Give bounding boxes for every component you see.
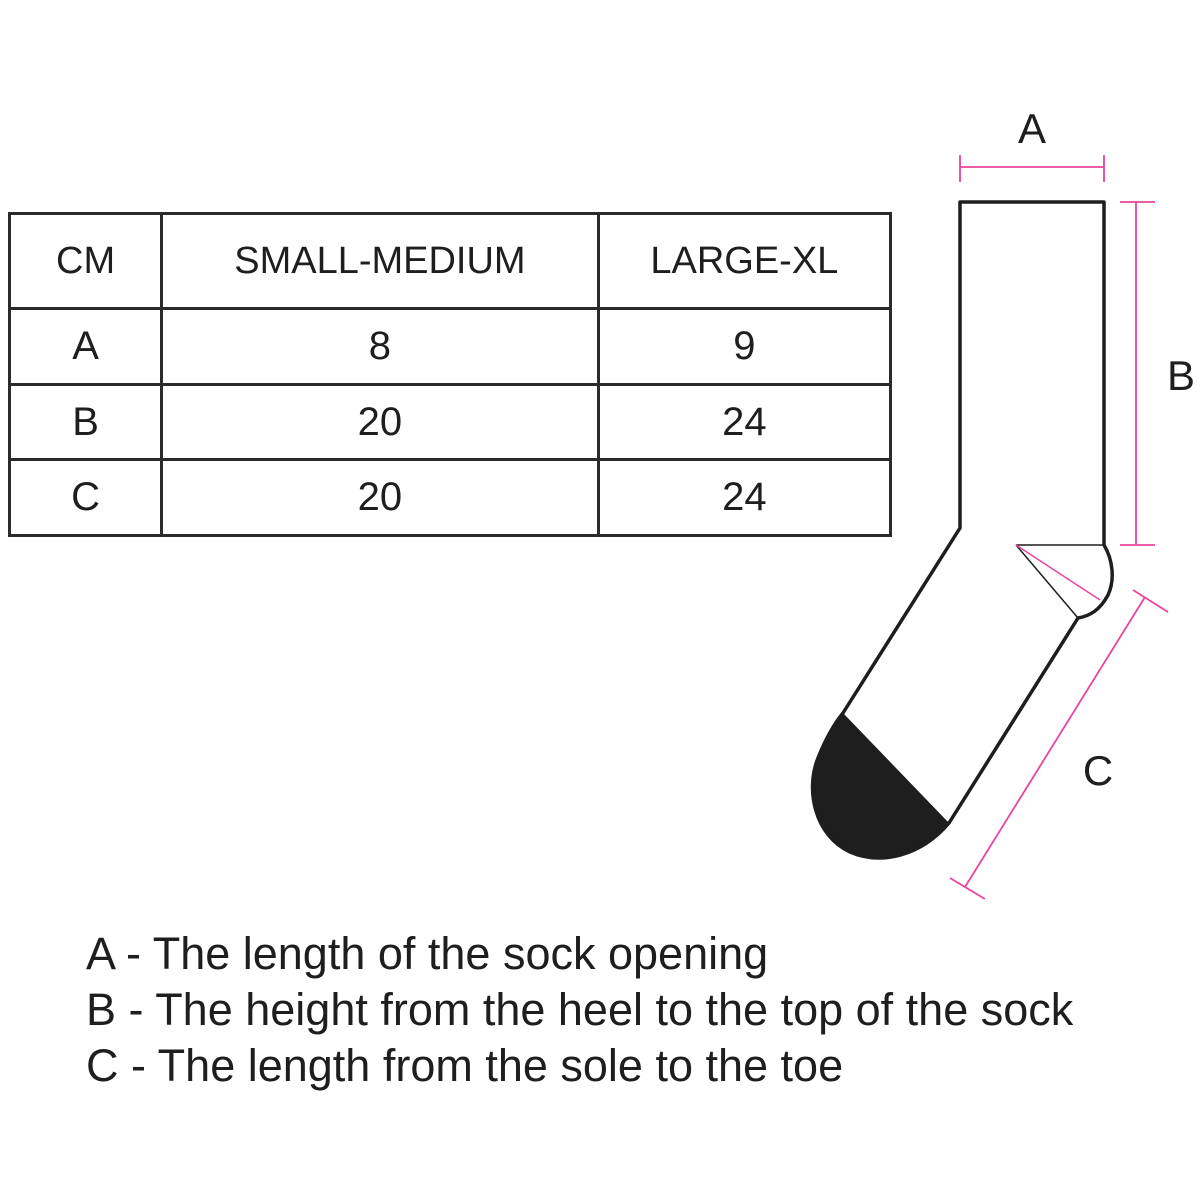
size-table: CM SMALL-MEDIUM LARGE-XL A 8 9 B 20 24 C… <box>7 211 893 537</box>
legend-line-c: C - The length from the sole to the toe <box>86 1040 844 1091</box>
table-header-row: CM SMALL-MEDIUM LARGE-XL <box>7 211 893 311</box>
table-row: B 20 24 <box>7 382 893 462</box>
legend-line-a: A - The length of the sock opening <box>86 928 769 979</box>
heel-guide <box>1015 544 1101 601</box>
legend: A - The length of the sock opening B - T… <box>86 926 1073 1094</box>
sock-outline <box>810 200 1114 860</box>
cell-small-medium: 20 <box>160 382 600 462</box>
dimension-a <box>959 155 1105 182</box>
row-label: B <box>7 382 164 462</box>
cell-large-xl: 9 <box>596 307 893 386</box>
table-row: C 20 24 <box>7 458 893 537</box>
header-unit: CM <box>7 211 164 311</box>
dimension-c-label: C <box>1083 747 1113 794</box>
heel-marker <box>1015 544 1104 619</box>
header-small-medium: SMALL-MEDIUM <box>160 211 600 311</box>
dimension-b-label: B <box>1167 352 1195 399</box>
row-label: C <box>7 458 164 537</box>
cell-small-medium: 8 <box>160 307 600 386</box>
dimension-c <box>949 589 1169 900</box>
header-large-xl: LARGE-XL <box>596 211 893 311</box>
row-label: A <box>7 307 164 386</box>
dimension-a-label: A <box>1018 105 1046 152</box>
cell-large-xl: 24 <box>596 458 893 537</box>
legend-line-b: B - The height from the heel to the top … <box>86 984 1074 1035</box>
table-row: A 8 9 <box>7 307 893 386</box>
cell-large-xl: 24 <box>596 382 893 462</box>
dimension-b <box>1120 201 1155 546</box>
cell-small-medium: 20 <box>160 458 600 537</box>
sock-toe <box>812 713 949 858</box>
